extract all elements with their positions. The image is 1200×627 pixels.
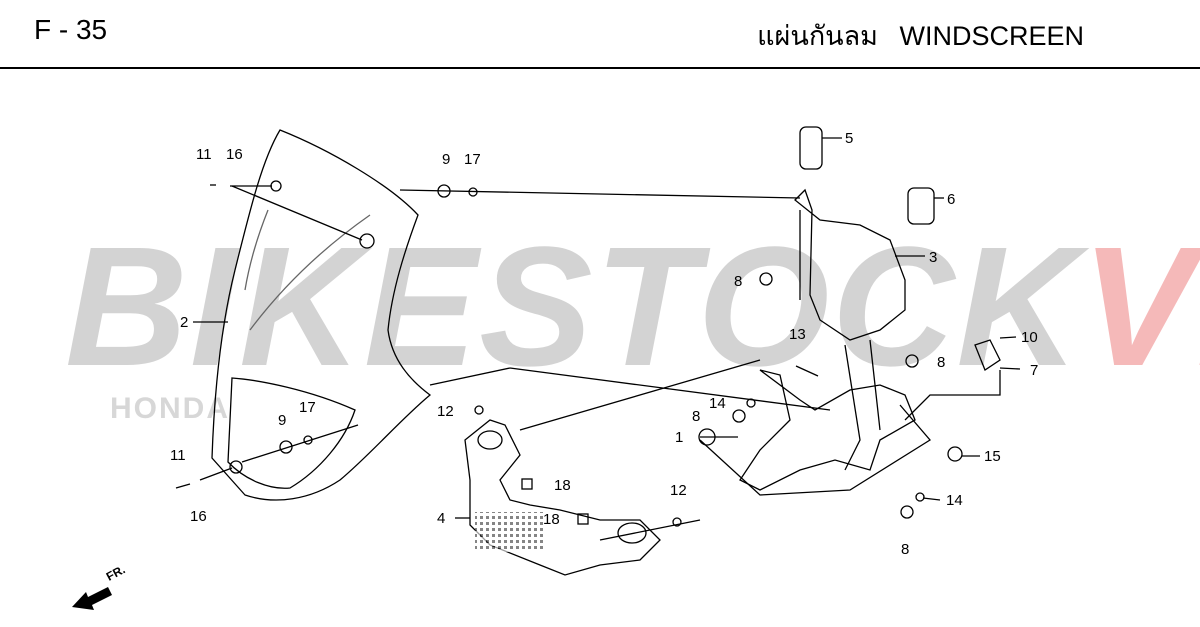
callout-10: 10 — [1021, 329, 1038, 346]
windscreen-part — [211, 129, 432, 501]
callout-3: 3 — [929, 249, 937, 266]
callout-8: 8 — [937, 354, 945, 371]
callout-8: 8 — [692, 408, 700, 425]
lower-stay — [739, 369, 916, 491]
watermark-sub: HONDA — [110, 392, 230, 425]
callout-16: 16 — [190, 508, 207, 525]
page-title-english: WINDSCREEN — [899, 21, 1084, 51]
callout-4: 4 — [437, 510, 445, 527]
callout-8: 8 — [734, 273, 742, 290]
callout-8: 8 — [901, 541, 909, 558]
callout-17: 17 — [299, 399, 316, 416]
page-code: F - 35 — [34, 14, 108, 45]
callout-14: 14 — [709, 395, 726, 412]
watermark: BIKESTOCKVN — [65, 212, 1200, 402]
callout-5: 5 — [845, 130, 853, 147]
callout-7: 7 — [1030, 362, 1038, 379]
callout-16: 16 — [226, 146, 243, 163]
page-title-thai: แผ่นกันลม — [757, 21, 878, 51]
callout-6: 6 — [947, 191, 955, 208]
callout-11: 11 — [170, 447, 186, 464]
callout-15: 15 — [984, 448, 1001, 465]
front-direction-arrow — [72, 587, 112, 610]
callout-18: 18 — [554, 477, 571, 494]
callout-17: 17 — [464, 151, 481, 168]
callout-13: 13 — [789, 326, 806, 343]
callout-12: 12 — [437, 403, 454, 420]
callout-1: 1 — [675, 429, 683, 446]
callout-18: 18 — [543, 511, 560, 528]
callout-9: 9 — [442, 151, 450, 168]
callout-2: 2 — [180, 314, 188, 331]
callout-12: 12 — [670, 482, 687, 499]
mount-bracket — [794, 188, 906, 341]
page-title: แผ่นกันลม WINDSCREEN — [757, 14, 1084, 57]
callout-14: 14 — [946, 492, 963, 509]
header-divider — [0, 67, 1200, 69]
callout-11: 11 — [196, 146, 212, 163]
callout-9: 9 — [278, 412, 286, 429]
